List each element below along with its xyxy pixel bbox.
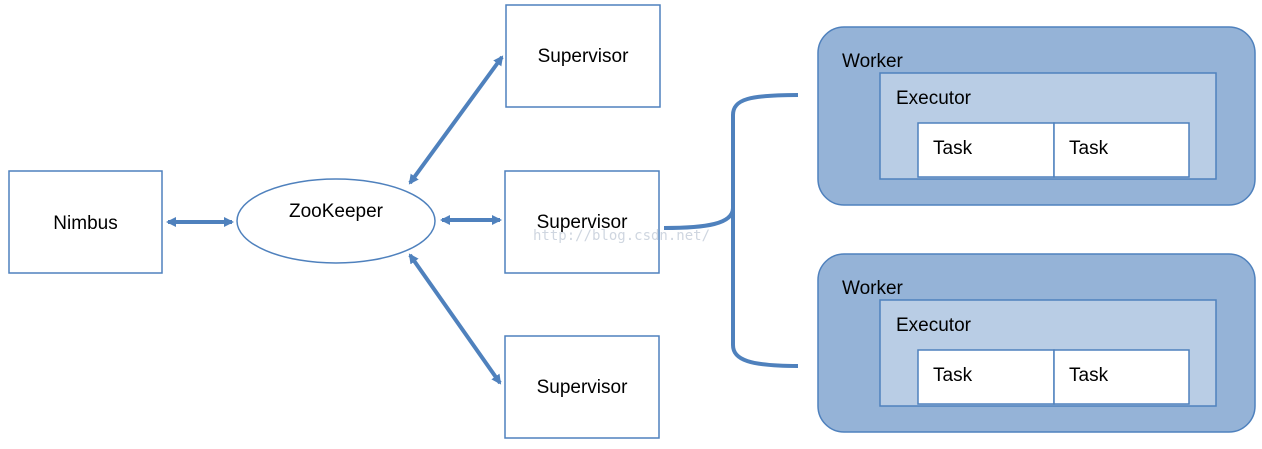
task-2-1-label: Task <box>933 365 973 386</box>
task-2-1-box <box>917 349 1055 405</box>
supervisor-bottom-node: Supervisor <box>504 335 660 439</box>
executor-2-label: Executor <box>896 315 972 336</box>
supervisor-bottom-label: Supervisor <box>537 377 628 398</box>
brace-supervisor-workers <box>663 93 799 368</box>
connectors <box>166 55 799 385</box>
task-1-1-label: Task <box>933 138 973 159</box>
worker-1: Worker Executor Task Task <box>817 26 1256 206</box>
supervisor-middle-label: Supervisor <box>537 212 628 233</box>
task-2-2-label: Task <box>1069 365 1109 386</box>
supervisor-top-label: Supervisor <box>538 46 629 67</box>
zookeeper-node: ZooKeeper <box>236 178 436 264</box>
nimbus-box <box>8 170 163 274</box>
zookeeper-ellipse <box>236 178 436 264</box>
zookeeper-label: ZooKeeper <box>289 201 384 222</box>
watermark-text: http://blog.csdn.net/ <box>533 228 710 244</box>
supervisor-top-box <box>505 4 661 108</box>
worker-2-label: Worker <box>842 278 904 299</box>
task-2-2-box <box>1053 349 1190 405</box>
task-1-2-label: Task <box>1069 138 1109 159</box>
nimbus-node: Nimbus <box>8 170 163 274</box>
supervisor-middle-box <box>504 170 660 274</box>
worker-2: Worker Executor Task Task <box>817 253 1256 433</box>
worker-1-label: Worker <box>842 51 904 72</box>
arrow-zookeeper-supervisor-top <box>408 55 504 185</box>
task-1-2-box <box>1053 122 1190 178</box>
arrow-zookeeper-supervisor-bottom <box>408 253 502 385</box>
supervisor-middle-node: Supervisor <box>504 170 660 274</box>
supervisor-top-node: Supervisor <box>505 4 661 108</box>
nimbus-label: Nimbus <box>53 213 117 234</box>
supervisor-bottom-box <box>504 335 660 439</box>
executor-1-label: Executor <box>896 88 972 109</box>
